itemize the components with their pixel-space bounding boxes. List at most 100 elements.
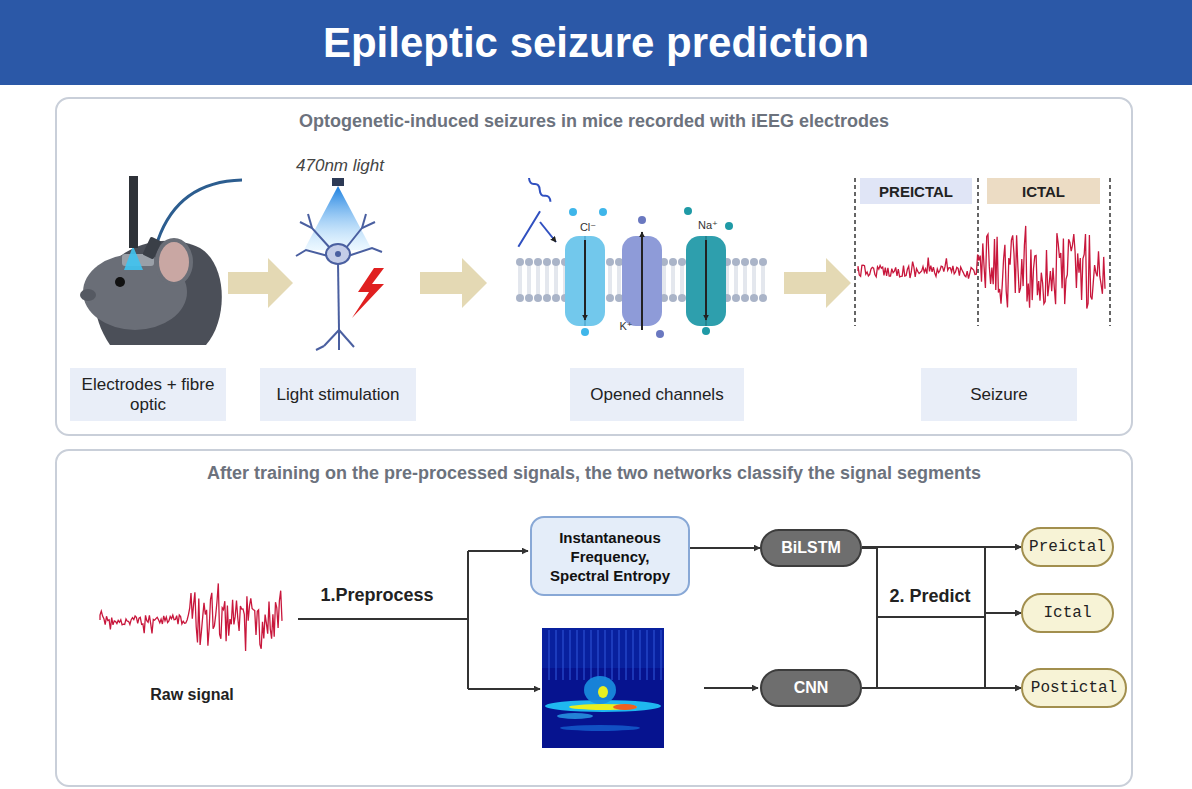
caption-box: Opened channels	[570, 368, 744, 421]
lipid-tail	[519, 266, 521, 294]
lipid-head	[741, 258, 749, 266]
spectro-stripe	[632, 630, 634, 680]
spectro-stripe	[618, 630, 620, 680]
node-text: ICTAL	[1022, 183, 1065, 200]
neuron-illustration	[348, 248, 382, 256]
mouse-illustration	[150, 180, 242, 256]
class-pill: Postictal	[1021, 668, 1127, 708]
header-band: Epileptic seizure prediction	[0, 0, 1192, 85]
neuron-illustration	[300, 222, 330, 248]
mouse-illustration	[124, 246, 143, 270]
lipid-head	[534, 294, 542, 302]
neuron-illustration	[316, 346, 324, 350]
annotation-label: Na⁺	[698, 219, 718, 232]
class-pill: Preictal	[1021, 527, 1114, 567]
spectrogram-image	[557, 713, 593, 719]
node-text: Electrodes + fibre optic	[78, 375, 218, 415]
preprocess-arrows	[467, 551, 469, 689]
node-text: CNN	[794, 679, 829, 697]
lipid-head	[606, 258, 614, 266]
lipid-tail	[555, 266, 557, 294]
spectro-stripe	[583, 630, 585, 680]
eeg-trace	[858, 226, 1105, 309]
neuron-illustration	[326, 244, 350, 264]
lipid-tail	[753, 266, 755, 294]
neuron-illustration	[324, 330, 339, 346]
phase-tag: ICTAL	[987, 178, 1100, 204]
phase-tag: PREICTAL	[860, 178, 972, 204]
lipid-head	[615, 258, 623, 266]
membrane-illustration	[581, 328, 589, 336]
membrane-illustration	[569, 208, 577, 216]
spectrogram-image	[542, 628, 664, 748]
lipid-head	[669, 258, 677, 266]
neuron-illustration	[332, 178, 344, 186]
lipid-tail	[528, 266, 530, 294]
spectrogram-image	[560, 725, 640, 731]
phase-dividers	[977, 178, 979, 326]
annotation-label: 2. Predict	[887, 586, 972, 607]
raw-trace	[100, 583, 282, 651]
caption-box: Seizure	[921, 368, 1077, 421]
membrane-illustration	[489, 177, 767, 338]
membrane-illustration	[702, 327, 710, 335]
neuron-illustration	[346, 222, 375, 248]
panel-heading: Optogenetic-induced seizures in mice rec…	[57, 111, 1131, 132]
lipid-head	[741, 294, 749, 302]
neuron-illustration	[304, 186, 372, 250]
mouse-illustration	[80, 176, 242, 345]
membrane-illustration	[584, 240, 586, 320]
lipid-head	[678, 258, 686, 266]
membrane-illustration	[684, 207, 692, 215]
spectro-stripe	[625, 630, 627, 680]
neuron-illustration	[338, 262, 339, 330]
node-text: Instantaneous Frequency, Spectral Entrop…	[546, 528, 674, 585]
lipid-head	[732, 294, 740, 302]
neuron-illustration	[339, 330, 354, 347]
spectro-stripe	[653, 630, 655, 680]
title-text: Epileptic seizure prediction	[0, 0, 1192, 85]
spectrogram-image	[548, 630, 662, 680]
spectro-stripe	[555, 630, 557, 680]
spectro-stripe	[660, 630, 662, 680]
preprocess-arrows	[298, 618, 468, 620]
lipid-head	[678, 294, 686, 302]
spectro-stripe	[548, 630, 550, 680]
neuron-illustration	[296, 250, 328, 256]
lipid-tail	[726, 266, 728, 294]
lipid-head	[750, 294, 758, 302]
lipid-head	[669, 294, 677, 302]
lipid-head	[525, 258, 533, 266]
spectro-stripe	[590, 630, 592, 680]
membrane-illustration	[599, 208, 607, 216]
node-text: Ictal	[1043, 604, 1091, 622]
lipid-head	[534, 258, 542, 266]
spectro-stripe	[597, 630, 599, 680]
spectro-stripe	[611, 630, 613, 680]
neuron-illustration	[308, 214, 312, 228]
phase-dividers	[854, 178, 856, 326]
node-text: Light stimulation	[277, 385, 400, 405]
spectro-stripe	[604, 630, 606, 680]
spectro-stripe	[646, 630, 648, 680]
membrane-illustration	[656, 330, 664, 338]
node-text: PREICTAL	[879, 183, 953, 200]
mouse-illustration	[142, 236, 161, 259]
signal-trace	[858, 226, 1105, 309]
lipid-head	[543, 294, 551, 302]
annotation-label: K⁺	[619, 320, 632, 333]
panel-frame: After training on the pre-processed sign…	[55, 449, 1133, 787]
spectrogram-image	[598, 686, 608, 698]
spectro-stripe	[576, 630, 578, 680]
lipid-head	[552, 258, 560, 266]
spectrogram-image	[613, 704, 637, 710]
lipid-head	[516, 294, 524, 302]
preprocess-arrows	[468, 688, 540, 690]
membrane-illustration	[725, 222, 733, 230]
mouse-illustration	[80, 289, 96, 301]
stage-arrows	[420, 258, 487, 308]
annotation-label: Raw signal	[150, 686, 234, 704]
lipid-head	[732, 258, 740, 266]
spectrogram-image	[542, 628, 664, 668]
membrane-illustration	[686, 236, 726, 326]
